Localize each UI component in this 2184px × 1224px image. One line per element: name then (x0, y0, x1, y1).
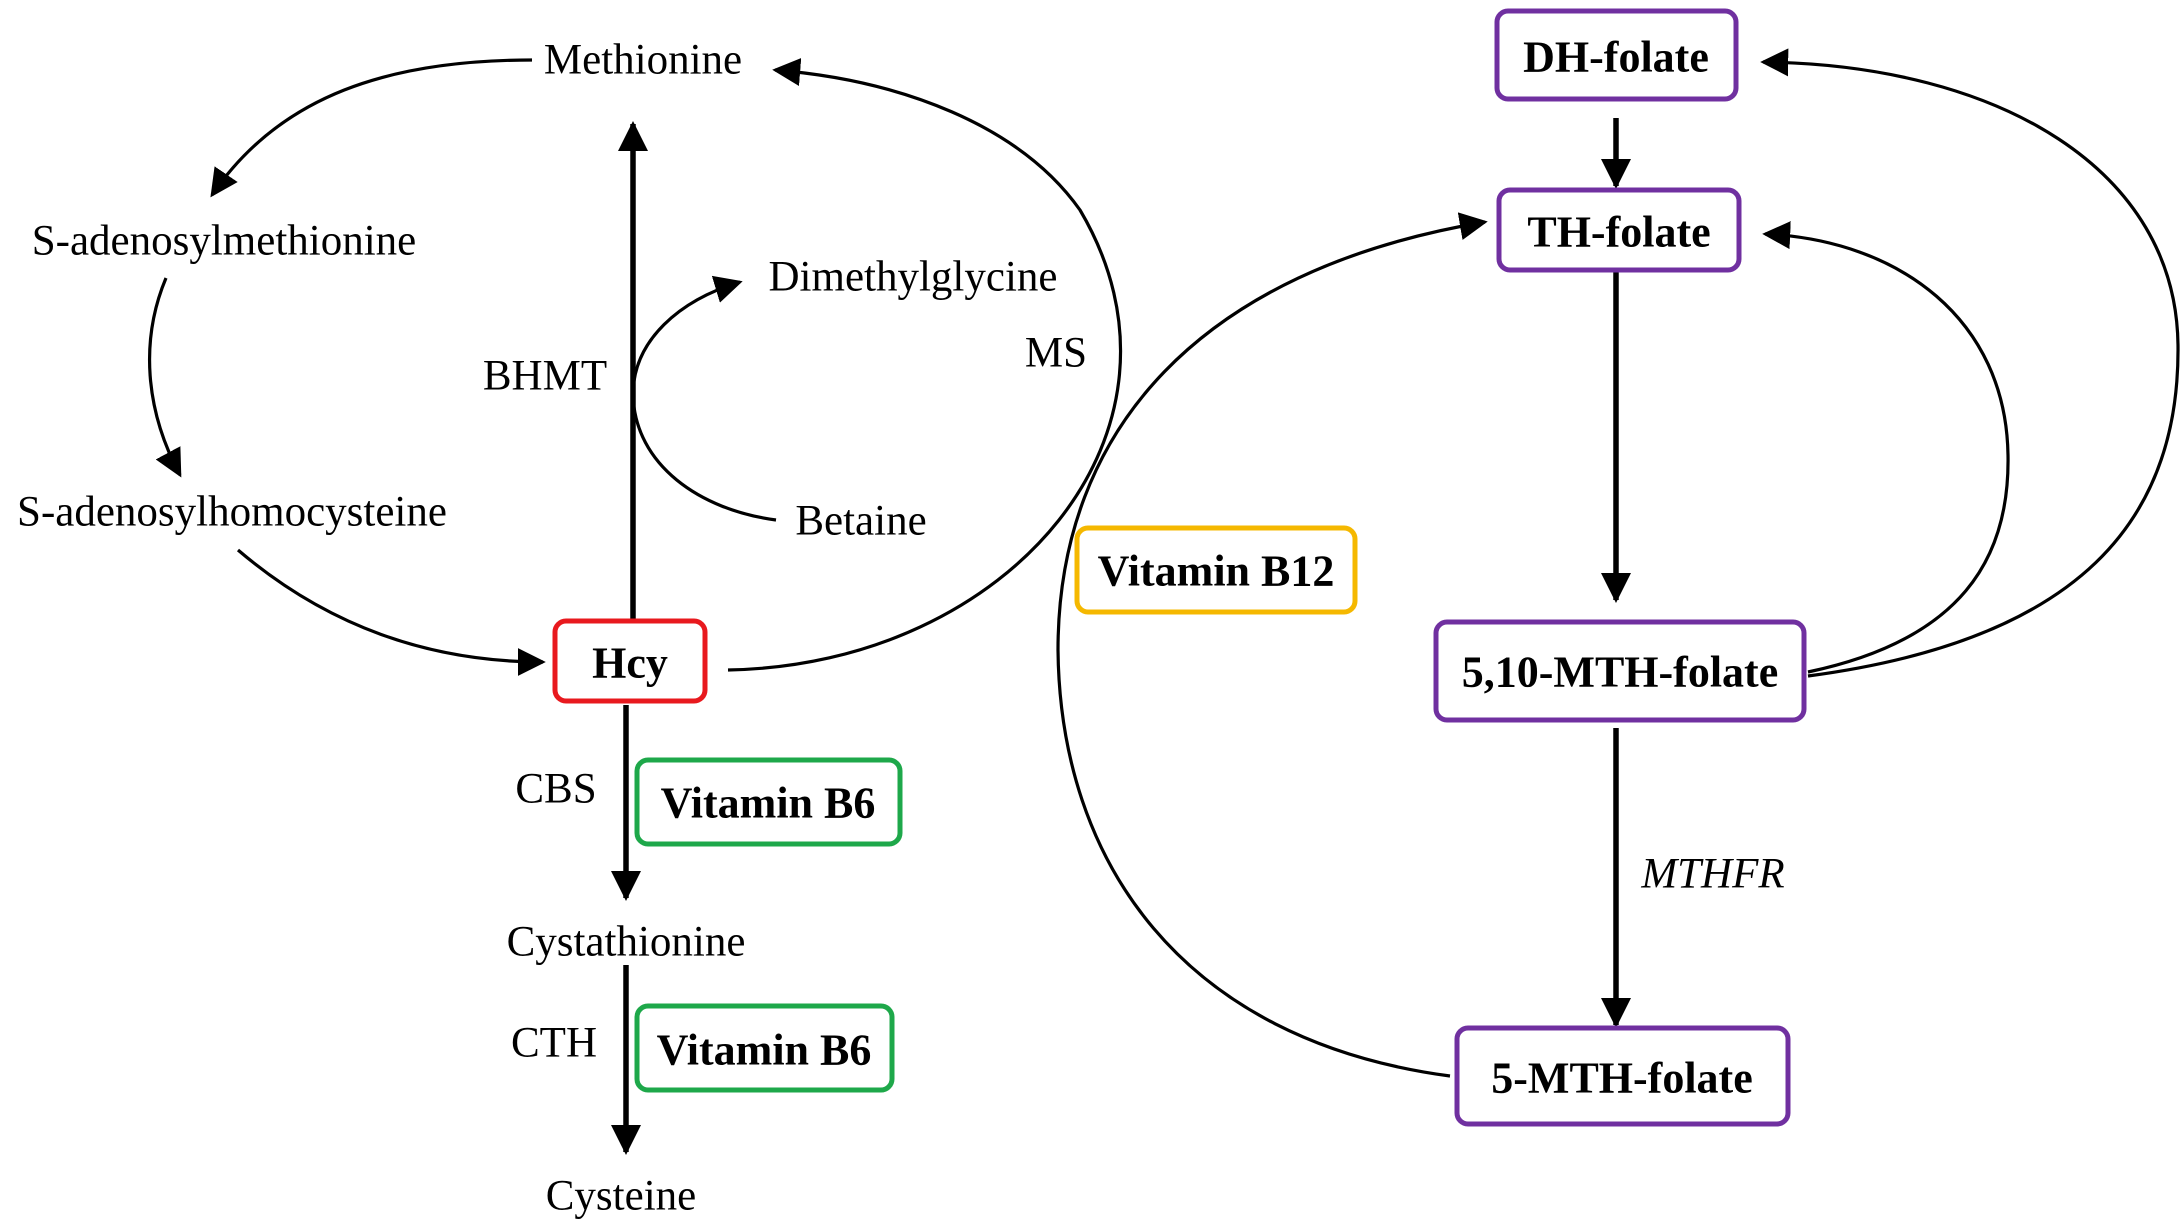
arrow-hcy-to-methionine-ms (727, 58, 1122, 672)
cth-label: CTH (511, 1020, 597, 1067)
bhmt-label: BHMT (483, 353, 607, 400)
sah-label: S-adenosylhomocysteine (17, 489, 447, 536)
vitamin-b6-cth-label: Vitamin B6 (657, 1026, 872, 1075)
vitamin-b6-cth-box (634, 1003, 895, 1093)
hcy-box (552, 618, 708, 704)
510mth-folate-box (1433, 619, 1807, 723)
sam-label: S-adenosylmethionine (32, 218, 417, 265)
cysteine-label: Cysteine (546, 1173, 696, 1220)
th-folate-label: TH-folate (1527, 208, 1710, 257)
vitamin-b12-box (1074, 525, 1358, 615)
5mth-folate-label: 5-MTH-folate (1491, 1054, 1752, 1103)
vitamin-b6-cbs-box (634, 757, 903, 847)
arrow-sah-to-hcy (236, 548, 546, 676)
arrow-5mth-folate-to-th-folate (1056, 212, 1488, 1078)
arrow-betaine-to-dimethylglycine (631, 275, 777, 522)
dh-folate-label: DH-folate (1523, 33, 1709, 82)
510mth-folate-label: 5,10-MTH-folate (1462, 648, 1778, 697)
5mth-folate-box (1454, 1025, 1791, 1127)
vitamin-b12-label: Vitamin B12 (1098, 547, 1335, 596)
hcy-label: Hcy (592, 639, 668, 688)
dimethylglycine-label: Dimethylglycine (769, 254, 1058, 301)
dh-folate-box (1494, 8, 1739, 102)
cbs-label: CBS (515, 766, 596, 813)
ms-label: MS (1025, 330, 1087, 377)
arrow-sam-to-sah (148, 277, 182, 478)
arrow-methionine-to-sam (210, 58, 533, 198)
th-folate-box (1496, 187, 1742, 273)
arrow-510mth-folate-to-th-folate-inner (1762, 221, 2010, 674)
vitamin-b6-cbs-label: Vitamin B6 (661, 779, 876, 828)
methionine-label: Methionine (544, 37, 742, 84)
cystathionine-label: Cystathionine (507, 919, 746, 966)
betaine-label: Betaine (795, 498, 926, 545)
arrow-510mth-folate-to-dh-folate-outer (1760, 48, 2180, 678)
mthfr-label: MTHFR (1640, 851, 1784, 898)
